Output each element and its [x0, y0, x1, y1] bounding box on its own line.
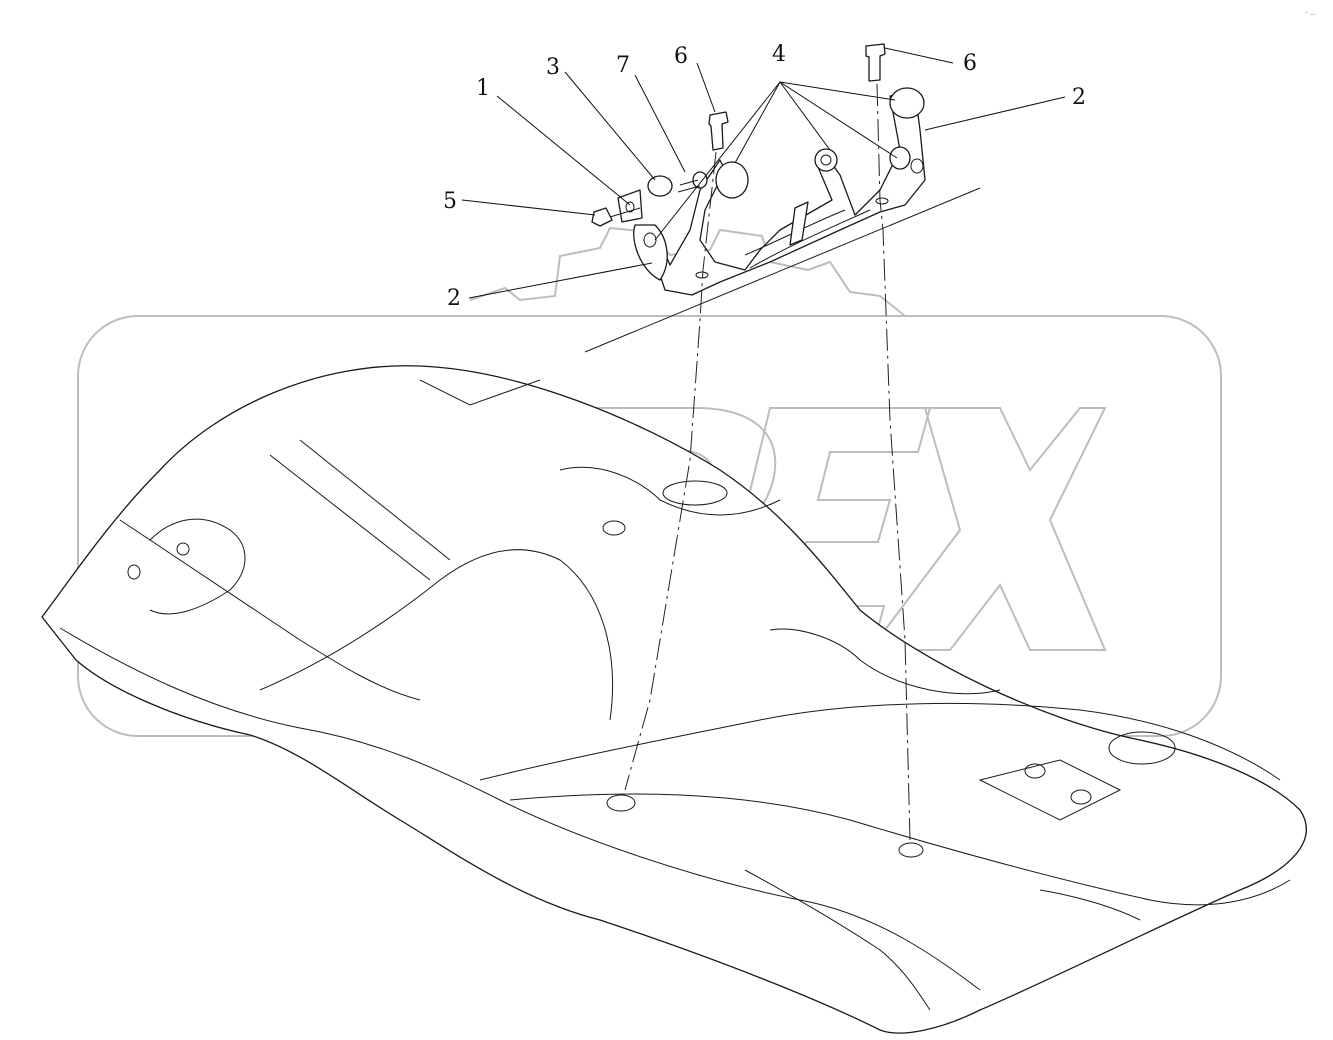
frame-channel-mid: [559, 466, 781, 516]
frame-hole-right-2: [1070, 789, 1092, 805]
callout-6-right: 6: [963, 51, 977, 76]
leader-3: [564, 71, 656, 181]
frame-plate-outline: [978, 759, 1122, 821]
leader-lines: [461, 47, 1066, 299]
callout-2-left: 2: [447, 286, 461, 311]
frame-rib-right: [769, 628, 1141, 921]
callout-4: 4: [772, 42, 786, 67]
frame-channel-left: [149, 518, 246, 615]
sleeve-part-1-hole: [625, 201, 635, 213]
bracket-eye-right-hole: [910, 158, 924, 174]
bracket-eye-center-hole: [820, 154, 832, 166]
centerline-left: [624, 151, 717, 791]
callout-2-right: 2: [1072, 85, 1086, 110]
bracket-assembly: [584, 43, 981, 841]
leader-4-b: [734, 81, 781, 164]
frame-rail-center: [259, 549, 613, 721]
frame-mount-hole-left: [606, 794, 636, 812]
frame-outline: [41, 365, 1307, 1034]
reference-line: [584, 187, 981, 353]
leader-6-left: [696, 62, 716, 113]
bracket-eye-right: [889, 146, 911, 170]
leader-4-a: [654, 81, 781, 241]
washer-part-7: [692, 171, 708, 189]
frame-hole-large-right: [1108, 731, 1176, 765]
leader-2-right: [924, 96, 1066, 131]
bracket-tab: [789, 201, 809, 246]
leader-7: [634, 74, 686, 173]
frame-rail-lower: [509, 793, 1291, 906]
corner-mark: ° —: [1305, 11, 1316, 18]
frame-rail-right: [479, 702, 1281, 781]
nut-part-5: [591, 207, 613, 227]
watermark-letter-x: [868, 407, 1107, 651]
frame-hole-left: [602, 520, 626, 536]
bracket-eye-left: [643, 232, 657, 248]
callout-3: 3: [546, 55, 560, 80]
callout-1: 1: [476, 76, 490, 101]
frame-crossmember: [269, 379, 541, 581]
bolt-part-6-left: [708, 111, 729, 151]
frame-hole-large-left: [662, 480, 728, 506]
leader-1: [496, 95, 631, 206]
leader-2-left: [468, 262, 653, 299]
bracket-eye-center: [814, 148, 838, 172]
callout-6-left: 6: [674, 44, 688, 69]
leader-4-e: [779, 81, 898, 159]
leader-4-c: [779, 81, 831, 151]
leader-6-right: [884, 47, 954, 64]
callout-5: 5: [443, 189, 457, 214]
callout-7: 7: [616, 53, 630, 78]
bushing-part-3: [647, 175, 673, 197]
frame-hole-side-1: [127, 564, 141, 580]
frame-chassis: [41, 365, 1307, 1034]
bolt-part-6-right: [865, 43, 886, 82]
bracket-plate-left: [715, 161, 749, 199]
sleeve-part-1: [617, 189, 643, 223]
leader-4-d: [779, 81, 896, 101]
frame-hole-right-1: [1024, 763, 1046, 779]
frame-rail-left: [119, 519, 421, 701]
leader-5: [461, 199, 596, 216]
frame-hole-side-2: [176, 542, 190, 556]
bracket-bolt-hole-right: [875, 197, 889, 205]
callouts: 1 3 7 6 4 6 2 5 2: [443, 42, 1086, 311]
bracket-flange-left: [633, 224, 668, 281]
frame-edge-front: [744, 869, 931, 1011]
nut-axis: [609, 207, 641, 218]
frame-mount-hole-right: [898, 842, 924, 858]
frame-top-ridge: [59, 627, 981, 991]
bracket-plate-right: [889, 87, 925, 119]
bracket-bolt-hole-left: [695, 271, 709, 279]
